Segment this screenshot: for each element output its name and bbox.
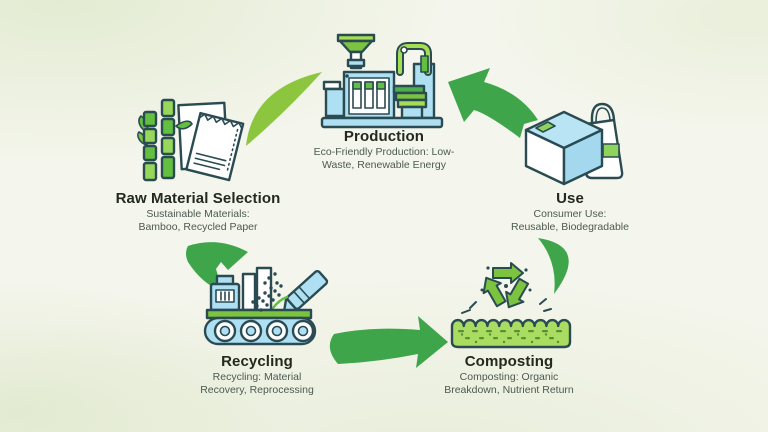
subtitle-line: Composting: Organic (459, 371, 559, 383)
arrow-use-to-composting (538, 238, 569, 294)
arrow-raw-material-to-production (246, 72, 322, 146)
stage-subtitle: Consumer Use: Reusable, Biodegradable (450, 208, 690, 233)
subtitle-line: Breakdown, Nutrient Return (444, 383, 574, 396)
stage-title: Raw Material Selection (115, 190, 281, 207)
subtitle-line: Consumer Use: (533, 208, 607, 220)
stage-title: Recycling (221, 353, 293, 370)
arrow-raw-material-to-recycling (186, 242, 248, 292)
subtitle-line: Recycling: Material (212, 371, 302, 383)
stage-title: Production (343, 128, 425, 145)
subtitle-line: Recovery, Reprocessing (200, 383, 314, 396)
stage-subtitle: Eco-Friendly Production: Low- Waste, Ren… (264, 146, 504, 171)
recycle-symbol (482, 262, 530, 309)
bamboo-and-recycled-paper-icon (137, 98, 245, 182)
compost-bed-recycle-symbol-icon (450, 262, 572, 349)
stage-title: Composting (464, 353, 554, 370)
subtitle-line: Bamboo, Recycled Paper (138, 220, 258, 233)
subtitle-line: Reusable, Biodegradable (511, 220, 629, 233)
recycling-machine-icon (203, 266, 329, 346)
subtitle-line: Eco-Friendly Production: Low- (313, 146, 455, 158)
particle-spray (251, 272, 283, 312)
factory-machine-icon (320, 33, 444, 129)
arrow-recycling-to-composting (329, 316, 448, 368)
stage-subtitle: Recycling: Material Recovery, Reprocessi… (137, 371, 377, 396)
compost-specks (480, 266, 532, 292)
stage-title: Use (556, 190, 584, 207)
stage-subtitle: Composting: Organic Breakdown, Nutrient … (389, 371, 629, 396)
subtitle-line: Waste, Renewable Energy (322, 158, 446, 171)
box-and-shopping-bag-icon (524, 102, 624, 186)
stage-subtitle: Sustainable Materials: Bamboo, Recycled … (78, 208, 318, 233)
splash-dashes (461, 298, 552, 314)
arrow-use-to-production (448, 68, 538, 138)
subtitle-line: Sustainable Materials: (146, 208, 250, 220)
soil-texture (458, 330, 562, 344)
